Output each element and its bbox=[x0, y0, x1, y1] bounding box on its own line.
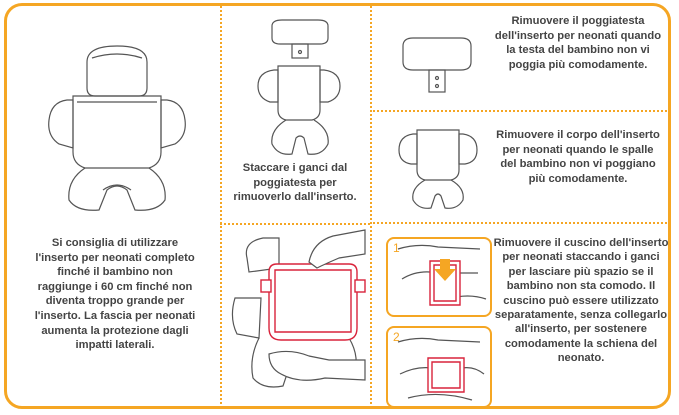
headrest-detach-illustration bbox=[257, 19, 341, 155]
full-insert-illustration bbox=[48, 45, 186, 211]
step-2-panel: 2 bbox=[386, 326, 492, 406]
step-2-illustration bbox=[397, 337, 485, 401]
divider-mid-horizontal bbox=[220, 223, 370, 225]
headrest-illustration bbox=[402, 37, 472, 93]
cushion-instruction-text: Rimuovere il cuscino dell'inserto per ne… bbox=[493, 237, 669, 365]
step-2-number: 2 bbox=[393, 330, 400, 344]
divider-left bbox=[220, 6, 222, 406]
step-1-panel: 1 bbox=[386, 237, 492, 317]
body-instruction-text: Rimuovere il corpo dell'inserto per neon… bbox=[496, 129, 660, 185]
step-1-number: 1 bbox=[393, 241, 400, 255]
divider-right-2 bbox=[370, 222, 668, 224]
divider-right-1 bbox=[370, 110, 668, 112]
instruction-card: Si consiglia di utilizzare l'inserto per… bbox=[4, 3, 671, 409]
cushion-removal-illustration bbox=[231, 229, 366, 388]
headrest-instruction-text: Rimuovere il poggiatesta dell'inserto pe… bbox=[494, 15, 662, 71]
step-1-illustration bbox=[397, 244, 487, 306]
divider-right bbox=[370, 6, 372, 406]
mid-top-instruction-text: Staccare i ganci dal poggiatesta per rim… bbox=[233, 162, 357, 204]
left-instruction-text: Si consiglia di utilizzare l'inserto per… bbox=[34, 237, 196, 352]
insert-body-illustration bbox=[398, 129, 478, 209]
